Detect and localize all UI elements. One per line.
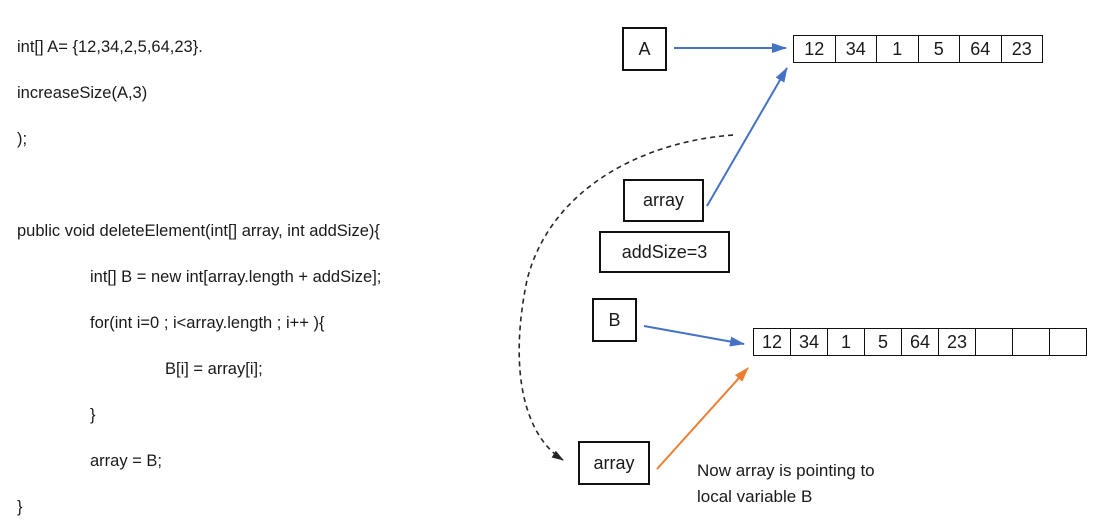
code-line: int[] A= {12,34,2,5,64,23}. <box>17 37 203 56</box>
array-b-cell <box>1012 329 1049 355</box>
array-a-cell: 34 <box>834 36 877 62</box>
array-b-cells: 12 34 1 5 64 23 <box>753 328 1087 356</box>
arrow-b-to-array-b <box>643 325 745 347</box>
array-b-cell: 12 <box>761 331 783 352</box>
array-b-cell <box>975 329 1012 355</box>
code-block: int[] A= {12,34,2,5,64,23}. increaseSize… <box>17 24 381 526</box>
variable-box-array-local-label: array <box>593 452 635 473</box>
variable-box-a-label: A <box>638 38 651 59</box>
code-line: int[] B = new int[array.length + addSize… <box>90 267 382 286</box>
code-line: } <box>90 405 96 424</box>
array-b-cell: 64 <box>901 329 938 355</box>
variable-box-array-param-label: array <box>642 190 684 210</box>
variable-box-b-label: B <box>608 309 621 330</box>
array-b-cell: 23 <box>938 329 975 355</box>
note-text: Now array is pointing to local variable … <box>697 458 875 510</box>
array-b-cell <box>1049 329 1086 355</box>
code-line: public void deleteElement(int[] array, i… <box>17 221 380 240</box>
array-a-cells: 12 34 1 5 64 23 <box>793 35 1043 63</box>
note-text-line1: Now array is pointing to <box>697 461 875 480</box>
variable-box-array-local: array <box>578 441 650 485</box>
variable-box-addsize: addSize=3 <box>599 231 730 273</box>
variable-box-a: A <box>622 27 667 71</box>
array-a-cell: 1 <box>876 36 918 62</box>
array-b-cell: 5 <box>864 329 901 355</box>
code-line: ); <box>17 129 28 148</box>
arrow-param-array-to-array-a <box>706 67 788 207</box>
variable-box-array-param: array <box>623 179 704 222</box>
code-line: for(int i=0 ; i<array.length ; i++ ){ <box>90 313 325 332</box>
code-line: B[i] = array[i]; <box>165 359 263 378</box>
array-a-cell: 5 <box>917 36 960 62</box>
variable-box-addsize-label: addSize=3 <box>621 241 708 262</box>
code-line: array = B; <box>90 451 162 470</box>
code-line: } <box>17 497 23 516</box>
array-a-cell: 23 <box>1000 36 1043 62</box>
variable-box-b: B <box>592 298 637 342</box>
note-text-line2: local variable B <box>697 487 813 506</box>
array-a-cell: 12 <box>804 38 825 59</box>
array-a-cell: 64 <box>959 36 1001 62</box>
code-line: increaseSize(A,3) <box>17 83 148 102</box>
code-line <box>17 162 381 208</box>
array-b-cell: 1 <box>827 329 864 355</box>
arrow-local-array-to-array-b <box>656 367 749 470</box>
array-b-cell: 34 <box>790 329 827 355</box>
